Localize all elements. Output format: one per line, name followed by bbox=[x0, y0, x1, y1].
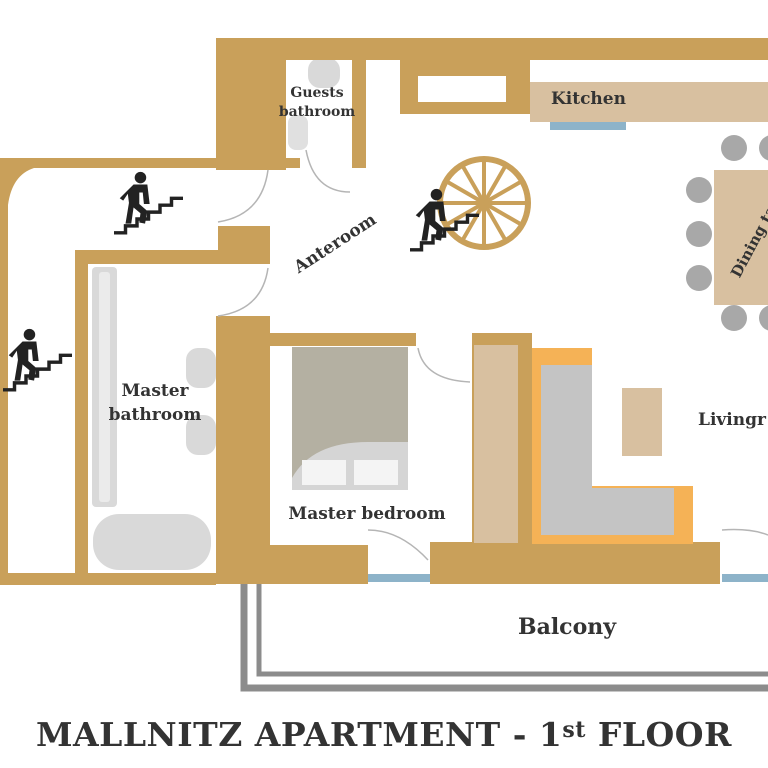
floor-plan: Guests bathroom Kitchen Anteroom Dining … bbox=[0, 38, 768, 692]
sofa bbox=[532, 348, 693, 544]
guest-toilet bbox=[308, 58, 340, 88]
label-guests-bathroom-2: bathroom bbox=[279, 104, 356, 120]
guest-sink bbox=[288, 115, 308, 150]
label-master-bathroom-2: bathroom bbox=[109, 405, 202, 425]
window-bedroom bbox=[368, 574, 430, 582]
washbasin-1 bbox=[186, 348, 216, 388]
label-balcony: Balcony bbox=[518, 614, 617, 640]
label-kitchen: Kitchen bbox=[551, 89, 626, 109]
bathtub-bottom bbox=[93, 514, 211, 570]
label-master-bedroom: Master bedroom bbox=[288, 504, 445, 524]
title-suffix: FLOOR bbox=[585, 714, 732, 754]
floor-plan-svg: Guests bathroom Kitchen Anteroom Dining … bbox=[0, 38, 768, 692]
title-main: MALLNITZ APARTMENT - 1 bbox=[36, 714, 563, 754]
bed bbox=[292, 347, 408, 490]
balcony-railing bbox=[240, 580, 768, 692]
window-kitchen bbox=[550, 122, 626, 130]
stairs-person-icon bbox=[408, 187, 481, 252]
title-superscript: st bbox=[562, 717, 586, 743]
spiral-staircase-icon bbox=[437, 156, 531, 250]
dining-table bbox=[714, 170, 768, 305]
label-anteroom: Anteroom bbox=[290, 210, 380, 278]
dining-chairs bbox=[686, 135, 768, 331]
left-stair-corridor bbox=[10, 175, 78, 573]
coffee-table bbox=[622, 388, 662, 456]
walls bbox=[0, 38, 768, 585]
kitchen-counter bbox=[530, 82, 768, 122]
stairs-person-icon bbox=[112, 170, 185, 235]
washbasin-2 bbox=[186, 415, 216, 455]
window-living bbox=[722, 574, 768, 582]
label-guests-bathroom-1: Guests bbox=[290, 85, 343, 101]
door-swings bbox=[217, 149, 768, 561]
label-living: Livingr bbox=[698, 410, 767, 430]
label-master-bathroom-1: Master bbox=[121, 381, 189, 401]
